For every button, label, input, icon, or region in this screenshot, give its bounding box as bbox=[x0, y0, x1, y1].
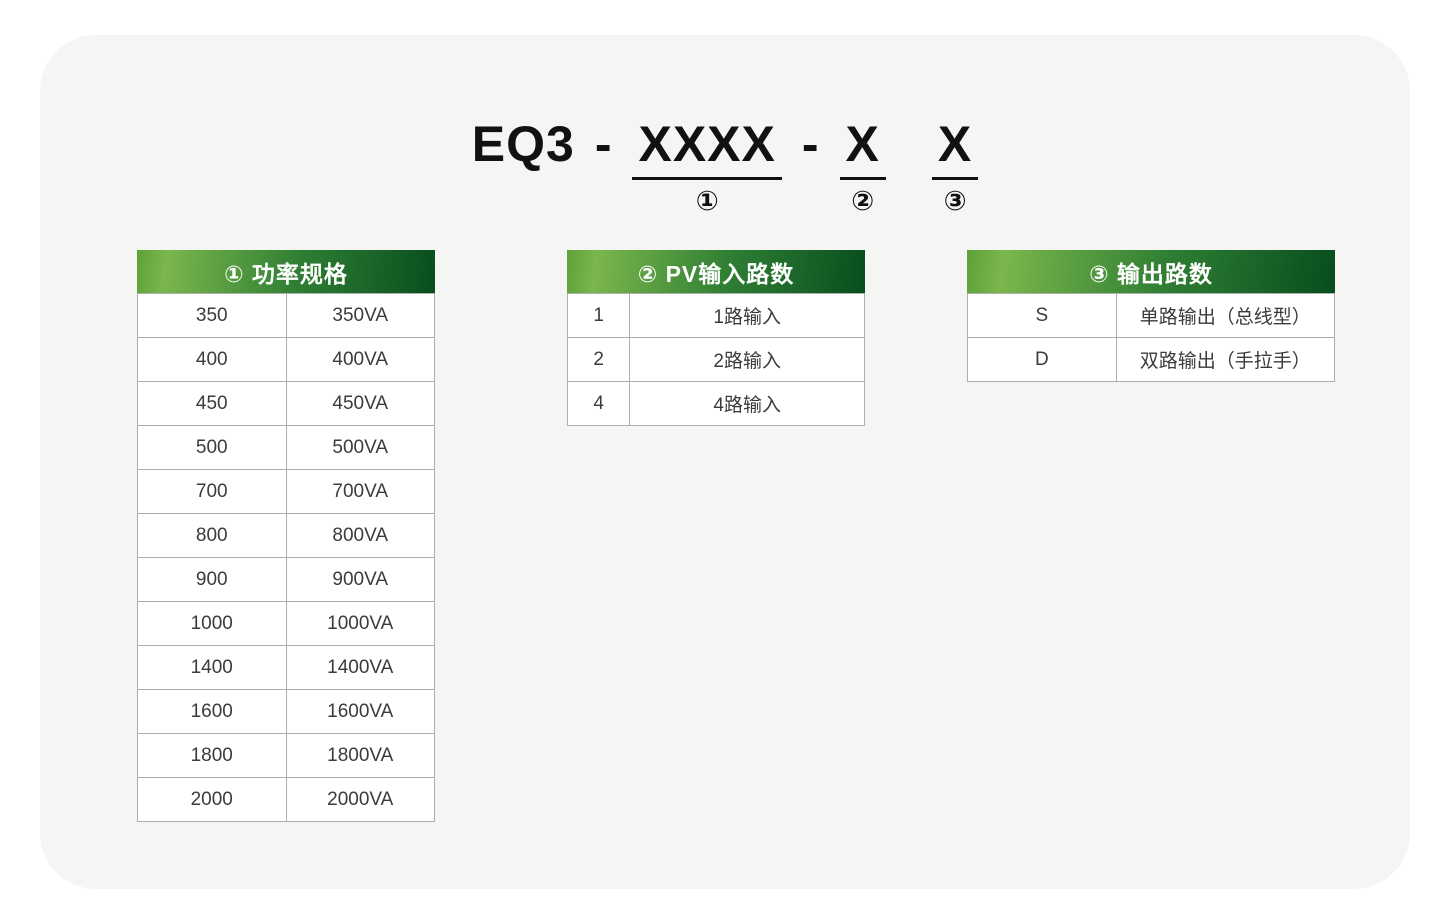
table-cell: 900VA bbox=[285, 557, 435, 602]
table-cell: 4 bbox=[566, 381, 631, 426]
table-cell: 900 bbox=[137, 557, 287, 602]
segment-marker-2-icon: ② bbox=[851, 186, 875, 217]
model-segment-pv-input: X ② bbox=[839, 119, 886, 217]
model-code: EQ3 - XXXX ① - X ② X ③ bbox=[40, 119, 1410, 215]
table-cell: 700 bbox=[137, 469, 287, 514]
model-prefix: EQ3 bbox=[471, 116, 575, 172]
power-spec-table-header: ① 功率规格 bbox=[137, 250, 435, 293]
table-cell: 700VA bbox=[285, 469, 435, 514]
table-cell: 1400 bbox=[137, 645, 287, 690]
table-cell: 1800VA bbox=[285, 733, 435, 778]
table-cell: 4路输入 bbox=[629, 381, 865, 426]
model-segment-power: XXXX ① bbox=[632, 119, 782, 217]
table-cell: 1 bbox=[566, 293, 631, 338]
table-cell: 双路输出（手拉手） bbox=[1115, 337, 1336, 382]
table-cell: 450VA bbox=[285, 381, 435, 426]
model-dash: - bbox=[594, 116, 613, 172]
table-cell: 800VA bbox=[285, 513, 435, 558]
table-cell: 350VA bbox=[285, 293, 435, 338]
table-cell: 500VA bbox=[285, 425, 435, 470]
segment-marker-3-icon: ③ bbox=[943, 186, 967, 217]
model-segment-text: X bbox=[839, 119, 886, 180]
table-cell: 500 bbox=[137, 425, 287, 470]
table-cell: 800 bbox=[137, 513, 287, 558]
table-cell: 2 bbox=[566, 337, 631, 382]
model-segment-text: XXXX bbox=[632, 119, 782, 180]
table-cell: 1000VA bbox=[285, 601, 435, 646]
table-cell: D bbox=[967, 337, 1117, 382]
table-cell: 1路输入 bbox=[629, 293, 865, 338]
table-cell: 450 bbox=[137, 381, 287, 426]
model-dash: - bbox=[801, 116, 820, 172]
table-cell: 1000 bbox=[137, 601, 287, 646]
table-cell: 2000VA bbox=[285, 777, 435, 822]
table-cell: 400VA bbox=[285, 337, 435, 382]
table-cell: 单路输出（总线型） bbox=[1115, 293, 1336, 338]
table-cell: 350 bbox=[137, 293, 287, 338]
table-cell: 1600 bbox=[137, 689, 287, 734]
table-cell: 1800 bbox=[137, 733, 287, 778]
segment-marker-1-icon: ① bbox=[695, 186, 719, 217]
table-cell: S bbox=[967, 293, 1117, 338]
pv-input-table-header: ② PV输入路数 bbox=[567, 250, 865, 293]
table-cell: 400 bbox=[137, 337, 287, 382]
model-segment-text: X bbox=[931, 119, 979, 180]
model-segment-output: X ③ bbox=[931, 119, 979, 217]
table-cell: 1600VA bbox=[285, 689, 435, 734]
table-cell: 2000 bbox=[137, 777, 287, 822]
table-cell: 1400VA bbox=[285, 645, 435, 690]
output-table-header: ③ 输出路数 bbox=[967, 250, 1335, 293]
table-cell: 2路输入 bbox=[629, 337, 865, 382]
